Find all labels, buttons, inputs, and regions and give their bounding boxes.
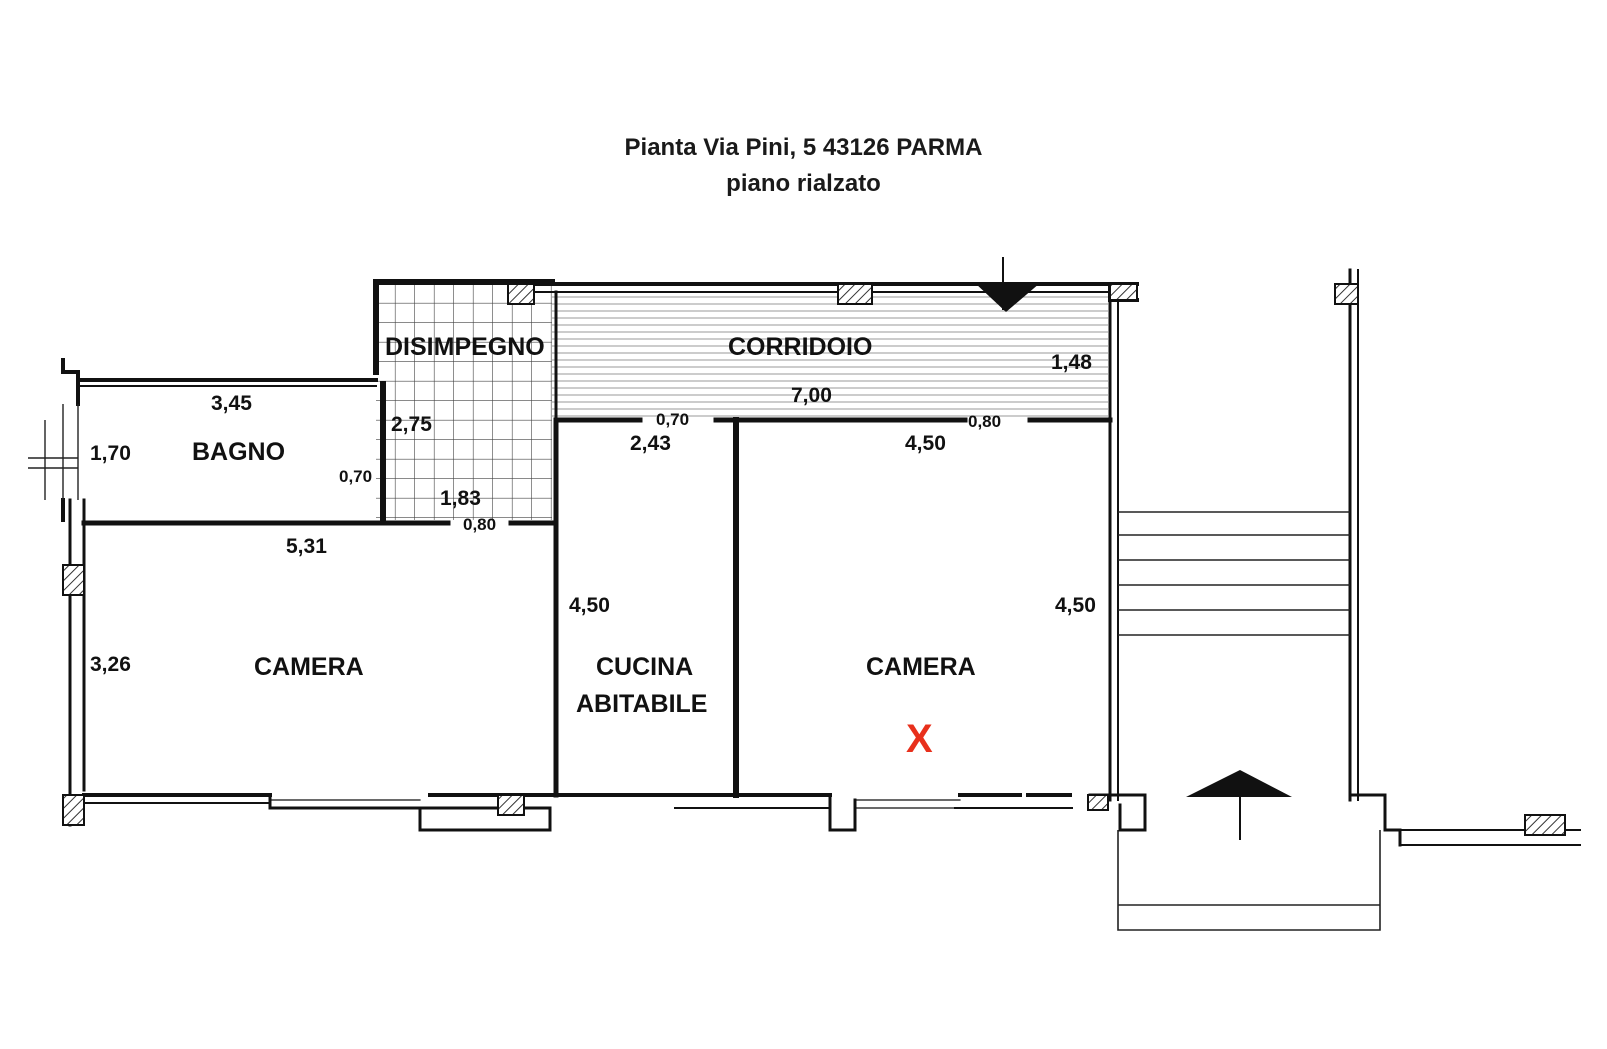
room-label-corridoio: CORRIDOIO	[728, 333, 872, 361]
dim-disimpegno-door: 0,80	[463, 515, 496, 534]
dim-camera-left-width: 5,31	[286, 535, 327, 558]
dim-camera-right-height: 4,50	[1055, 594, 1096, 617]
dim-bagno-door: 0,70	[339, 467, 372, 486]
plan-title: Pianta Via Pini, 5 43126 PARMA piano ria…	[0, 130, 1607, 202]
dim-disimpegno-height: 2,75	[391, 413, 432, 436]
walls	[61, 268, 1581, 847]
entrance-arrow-top	[975, 257, 1040, 312]
dim-camera-left-height: 3,26	[90, 653, 131, 676]
left-window	[28, 404, 79, 500]
room-label-cucina-line1: CUCINA	[596, 653, 693, 681]
dim-camera-right-door: 0,80	[968, 412, 1001, 431]
dim-cucina-door: 0,70	[656, 410, 689, 429]
wall-pillars	[62, 283, 1566, 836]
dim-bagno-width: 3,45	[211, 392, 252, 415]
room-label-bagno: BAGNO	[192, 438, 285, 466]
room-label-camera-left: CAMERA	[254, 653, 364, 681]
room-label-disimpegno: DISIMPEGNO	[385, 333, 545, 361]
room-label-camera-right: CAMERA	[866, 653, 976, 681]
staircase	[1117, 511, 1381, 931]
disimpegno-floor	[376, 284, 552, 520]
plan-title-floor: piano rialzato	[726, 170, 881, 197]
entrance-arrow-bottom	[1186, 770, 1292, 840]
location-marker: X	[906, 717, 933, 761]
dim-camera-right-width: 4,50	[905, 432, 946, 455]
dim-corridoio-width: 1,48	[1051, 351, 1092, 374]
plan-title-address: Pianta Via Pini, 5 43126 PARMA	[624, 134, 983, 161]
dim-cucina-width: 2,43	[630, 432, 671, 455]
dim-bagno-height: 1,70	[90, 442, 131, 465]
room-label-cucina-line2: ABITABILE	[576, 690, 707, 718]
dim-corridoio-length: 7,00	[791, 384, 832, 407]
dim-disimpegno-width: 1,83	[440, 487, 481, 510]
dim-cucina-height: 4,50	[569, 594, 610, 617]
corridoio-floor	[552, 292, 1108, 420]
